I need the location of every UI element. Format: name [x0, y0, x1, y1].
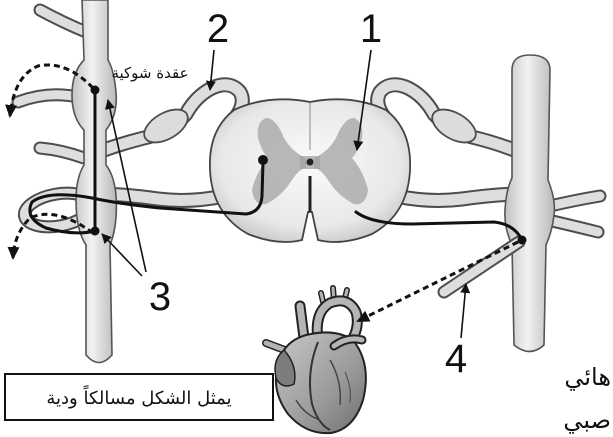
superior-vena-cava-fill [300, 306, 304, 338]
postganglionic-band [444, 242, 519, 292]
right-sympathetic-chain [505, 55, 555, 352]
label-4: 4 [445, 337, 467, 381]
caption-text: يمثل الشكل مسالكاً ودية [46, 385, 231, 409]
label-3: 3 [149, 275, 171, 319]
central-canal [307, 159, 314, 166]
caption-box: يمثل الشكل مسالكاً ودية [5, 374, 273, 420]
label-1: 1 [360, 7, 382, 51]
left-ventral-nerve [104, 194, 224, 200]
cut-text-line-2: صبي [563, 406, 611, 434]
heart-illustration [266, 288, 366, 433]
left-ventral-nerve-fill [104, 194, 224, 200]
right-branch-upper-fill [550, 196, 600, 206]
label-4-pointer [461, 284, 466, 338]
right-ganglion-synapse-dot [518, 236, 527, 245]
cut-text-line-1: هائي [564, 363, 611, 391]
right-ventral-nerve-fill [396, 194, 514, 200]
right-branch-lower-fill [548, 220, 598, 232]
spinal-ganglion-label: عقدة شوكية [111, 64, 188, 82]
label-2: 2 [207, 7, 229, 51]
postganglionic-band-fill [444, 242, 519, 292]
right-ventral-nerve [396, 194, 514, 200]
right-chain-branches [548, 196, 600, 232]
neuron-cell-body-dot [258, 155, 268, 165]
